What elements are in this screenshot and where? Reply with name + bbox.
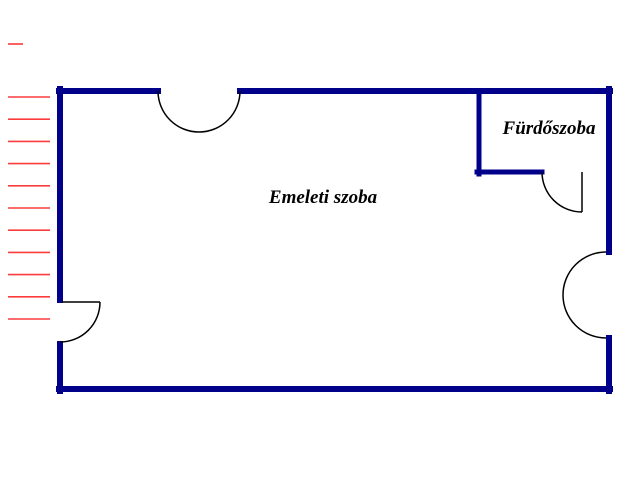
doors — [59, 90, 607, 343]
left-door-arc — [59, 301, 101, 343]
main-room-label: Emeleti szoba — [268, 187, 378, 208]
bathroom-door-arc — [541, 171, 583, 213]
stairs-lines — [8, 96, 50, 320]
right-door-upper-arc — [562, 251, 607, 296]
entry-door-right-leaf-arc — [198, 90, 241, 133]
walls — [56, 86, 613, 394]
bathroom-label: Fürdőszoba — [502, 118, 596, 139]
entry-door-left-leaf-arc — [157, 90, 200, 133]
right-door-lower-arc — [562, 294, 607, 339]
